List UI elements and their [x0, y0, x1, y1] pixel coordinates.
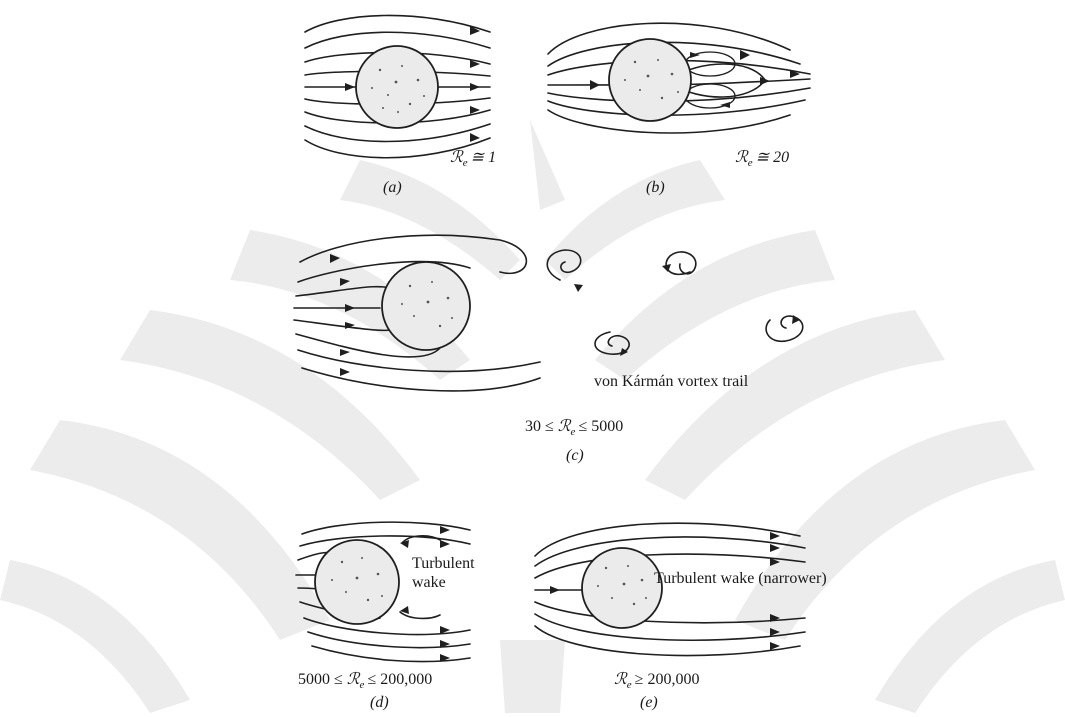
panel-e-caption: (e) [640, 694, 658, 711]
panel-a-caption: (a) [383, 179, 402, 196]
panel-d-annotation-line1: Turbulent [412, 555, 475, 572]
panel-b-caption: (b) [646, 179, 665, 196]
panel-e-cylinder [582, 548, 662, 628]
panel-d-annotation-line2: wake [412, 574, 446, 591]
panel-d-cylinder [315, 540, 399, 624]
university-seal-watermark [0, 120, 1065, 713]
panel-d-reynolds: 5000 ≤ℛe≤ 200,000 [298, 671, 432, 691]
panel-c-cylinder [382, 262, 470, 350]
panel-a-reynolds: ℛe≅ 1 [450, 149, 496, 169]
panel-c-annotation: von Kármán vortex trail [594, 373, 749, 390]
panel-a: ℛe≅ 1 (a) [305, 15, 496, 196]
panel-e-reynolds: ℛe≥ 200,000 [614, 671, 699, 691]
panel-e-annotation: Turbulent wake (narrower) [654, 570, 827, 587]
panel-d-caption: (d) [370, 694, 389, 711]
panel-c-reynolds: 30 ≤ℛe≤ 5000 [525, 418, 623, 438]
panel-b-cylinder [609, 39, 691, 121]
panel-c-caption: (c) [566, 447, 584, 464]
panel-a-cylinder [356, 46, 438, 128]
panel-b-reynolds: ℛe≅ 20 [735, 149, 789, 169]
